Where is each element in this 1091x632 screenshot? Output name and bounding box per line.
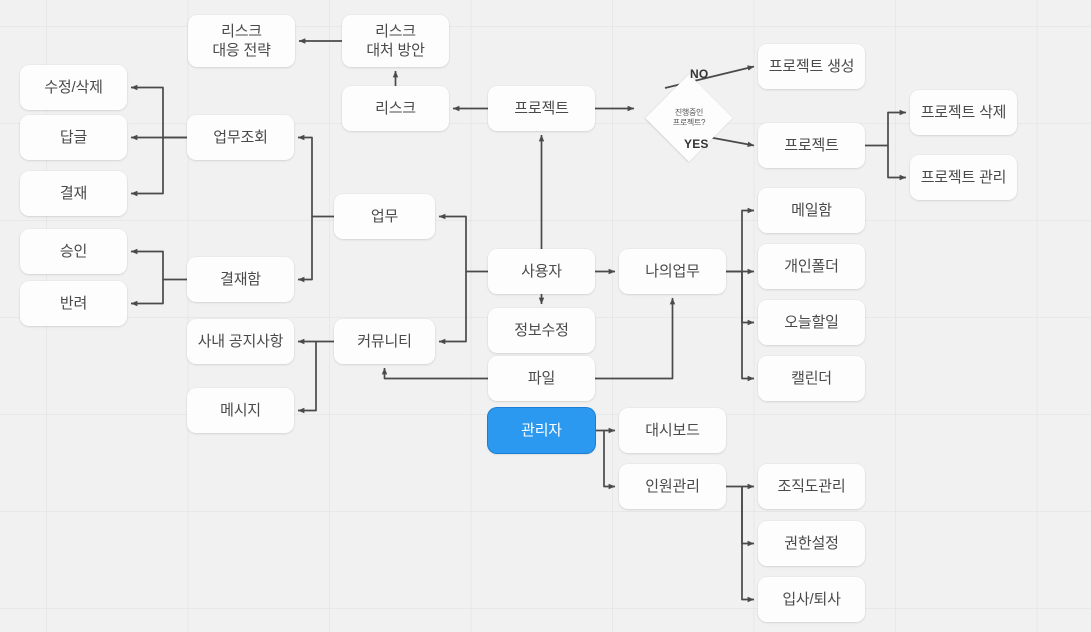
edge-label-yes: YES xyxy=(684,137,709,151)
edge-project-to-project-manage xyxy=(887,145,907,181)
edge-user-to-community xyxy=(438,271,467,345)
node-project-ongoing[interactable]: 프로젝트 xyxy=(758,123,865,168)
node-project-delete[interactable]: 프로젝트 삭제 xyxy=(910,90,1017,135)
node-file[interactable]: 파일 xyxy=(488,356,595,401)
node-risk-plan[interactable]: 리스크 대처 방안 xyxy=(342,15,449,67)
edge-approval-box-to-reject xyxy=(130,279,164,307)
node-reply[interactable]: 답글 xyxy=(20,115,127,160)
edge-project-to-project-delete xyxy=(865,109,907,147)
node-permission[interactable]: 권한설정 xyxy=(758,521,865,566)
node-project[interactable]: 프로젝트 xyxy=(488,86,595,131)
node-task-search[interactable]: 업무조회 xyxy=(187,115,294,160)
node-approve[interactable]: 승인 xyxy=(20,229,127,274)
edge-my-task-to-today-todo xyxy=(741,271,755,326)
node-risk-strategy[interactable]: 리스크 대응 전략 xyxy=(188,15,295,67)
edge-task-to-approval-box xyxy=(297,216,313,283)
edge-community-to-message xyxy=(297,341,317,414)
node-calendar[interactable]: 캘린더 xyxy=(758,356,865,401)
edge-label-no: NO xyxy=(690,67,709,81)
node-reject[interactable]: 반려 xyxy=(20,281,127,326)
edge-hr-to-join-leave xyxy=(741,486,755,603)
edge-approval-box-to-approve xyxy=(130,248,187,281)
node-admin[interactable]: 관리자 xyxy=(488,408,595,453)
node-info-edit[interactable]: 정보수정 xyxy=(488,308,595,353)
node-my-task[interactable]: 나의업무 xyxy=(619,249,726,294)
node-dashboard[interactable]: 대시보드 xyxy=(619,408,726,453)
node-org-chart[interactable]: 조직도관리 xyxy=(758,464,865,509)
edge-my-task-to-calendar xyxy=(741,271,755,382)
node-community[interactable]: 커뮤니티 xyxy=(334,319,435,364)
decision-label: 진행중인 프로젝트? xyxy=(672,108,706,127)
node-task[interactable]: 업무 xyxy=(334,194,435,239)
node-personal-folder[interactable]: 개인폴더 xyxy=(758,244,865,289)
node-approval[interactable]: 결재 xyxy=(20,171,127,216)
node-project-manage[interactable]: 프로젝트 관리 xyxy=(910,155,1017,200)
node-notice[interactable]: 사내 공지사항 xyxy=(187,319,294,364)
node-edit-delete[interactable]: 수정/삭제 xyxy=(20,65,127,110)
node-project-create[interactable]: 프로젝트 생성 xyxy=(758,44,865,89)
node-approval-box[interactable]: 결재함 xyxy=(187,257,294,302)
node-risk[interactable]: 리스크 xyxy=(342,86,449,131)
edge-hr-to-permission xyxy=(741,486,755,547)
node-mailbox[interactable]: 메일함 xyxy=(758,188,865,233)
decision-ongoing-project[interactable]: 진행중인 프로젝트? xyxy=(637,74,741,162)
node-user[interactable]: 사용자 xyxy=(488,249,595,294)
edge-file-to-community xyxy=(381,367,488,380)
edge-task-search-to-edit-delete xyxy=(130,84,187,139)
edge-file-to-my-task xyxy=(595,297,676,380)
node-join-leave[interactable]: 입사/퇴사 xyxy=(758,577,865,622)
node-message[interactable]: 메시지 xyxy=(187,388,294,433)
node-today-todo[interactable]: 오늘할일 xyxy=(758,300,865,345)
edge-task-to-task-search xyxy=(297,134,334,218)
edge-task-search-to-approval xyxy=(130,137,164,197)
edge-my-task-to-mailbox xyxy=(726,207,755,273)
edge-user-to-task xyxy=(438,213,488,273)
edge-admin-to-hr-manage xyxy=(603,430,616,490)
node-hr-manage[interactable]: 인원관리 xyxy=(619,464,726,509)
